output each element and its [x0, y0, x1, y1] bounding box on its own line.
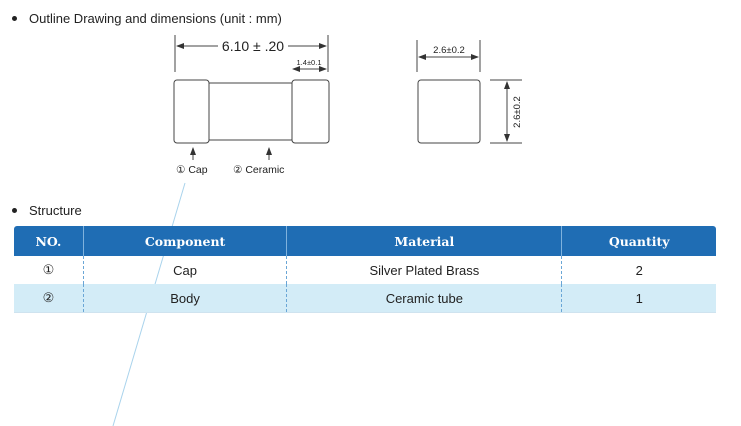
table-row: ① Cap Silver Plated Brass 2: [14, 256, 716, 284]
cell-material: Ceramic tube: [286, 284, 562, 313]
header-quantity: Quantity: [561, 226, 716, 256]
cell-no: ②: [14, 284, 84, 313]
cap-callout: ① Cap: [176, 164, 208, 176]
ceramic-callout: ② Ceramic: [233, 164, 284, 176]
outline-heading: Outline Drawing and dimensions (unit : m…: [12, 11, 282, 26]
bullet-icon: [12, 208, 17, 213]
cell-material: Silver Plated Brass: [286, 256, 562, 284]
structure-table: NO. Component Material Quantity ① Cap Si…: [14, 226, 716, 313]
structure-heading-text: Structure: [29, 203, 82, 218]
table-header: NO. Component Material Quantity: [14, 226, 716, 256]
cell-quantity: 1: [561, 284, 716, 313]
header-no: NO.: [14, 226, 84, 256]
bullet-icon: [12, 16, 17, 21]
outline-heading-text: Outline Drawing and dimensions (unit : m…: [29, 11, 282, 26]
table-row: ② Body Ceramic tube 1: [14, 284, 716, 313]
height-label: 2.6±0.2: [512, 96, 523, 128]
width-label: 2.6±0.2: [433, 45, 465, 56]
cap-length-label: 1.4±0.1: [297, 58, 322, 67]
overall-length-label: 6.10 ± .20: [222, 38, 284, 54]
structure-heading: Structure: [12, 203, 82, 218]
cell-component: Cap: [82, 256, 287, 284]
header-material: Material: [286, 226, 562, 256]
cell-no: ①: [42, 262, 55, 277]
cell-component: Body: [82, 284, 287, 313]
cell-quantity: 2: [561, 256, 716, 284]
header-component: Component: [82, 226, 287, 256]
